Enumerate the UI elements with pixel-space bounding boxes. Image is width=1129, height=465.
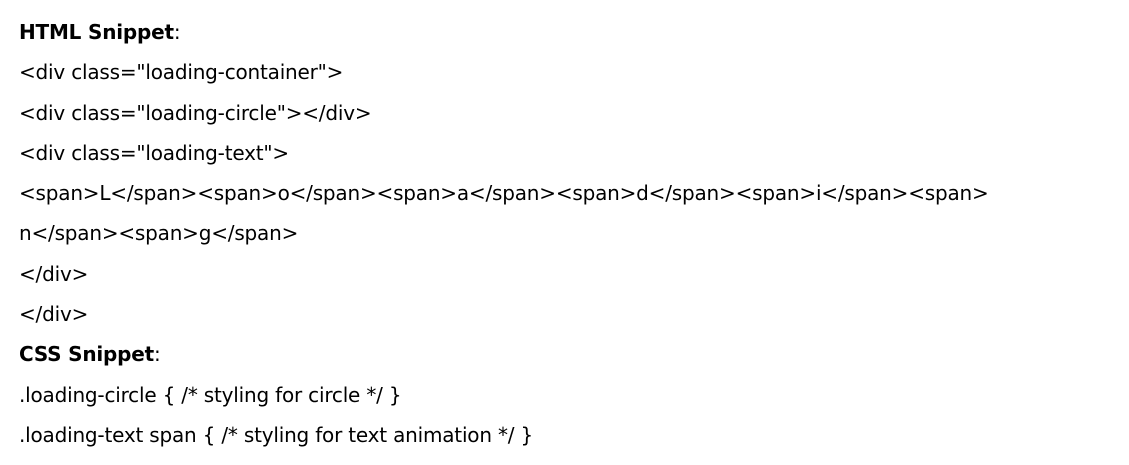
html-snippet-heading-text: HTML Snippet [19, 20, 174, 44]
css-code-line-2: .loading-text span { /* styling for text… [19, 422, 534, 447]
html-snippet-heading: HTML Snippet: [19, 12, 1129, 52]
html-code-line-6: </div> [19, 261, 89, 286]
html-code-line-5: n</span><span>g</span> [19, 221, 299, 246]
html-code-line-3: <div class="loading-text"> [19, 140, 289, 165]
css-snippet-heading-text: CSS Snippet [19, 342, 154, 367]
html-snippet-heading-colon: : [173, 20, 181, 44]
css-snippet-heading: CSS Snippet: [19, 334, 1129, 374]
html-code-line-2: <div class="loading-circle"></div> [19, 100, 372, 125]
css-code-line-1: .loading-circle { /* styling for circle … [19, 382, 402, 407]
html-code-line-7: </div> [19, 302, 89, 327]
document-body: HTML Snippet: <div class="loading-contai… [19, 12, 1129, 447]
html-code-line-1: <div class="loading-container"> [19, 60, 344, 85]
css-snippet-heading-colon: : [153, 342, 161, 367]
html-code-line-4: <span>L</span><span>o</span><span>a</spa… [19, 181, 989, 206]
